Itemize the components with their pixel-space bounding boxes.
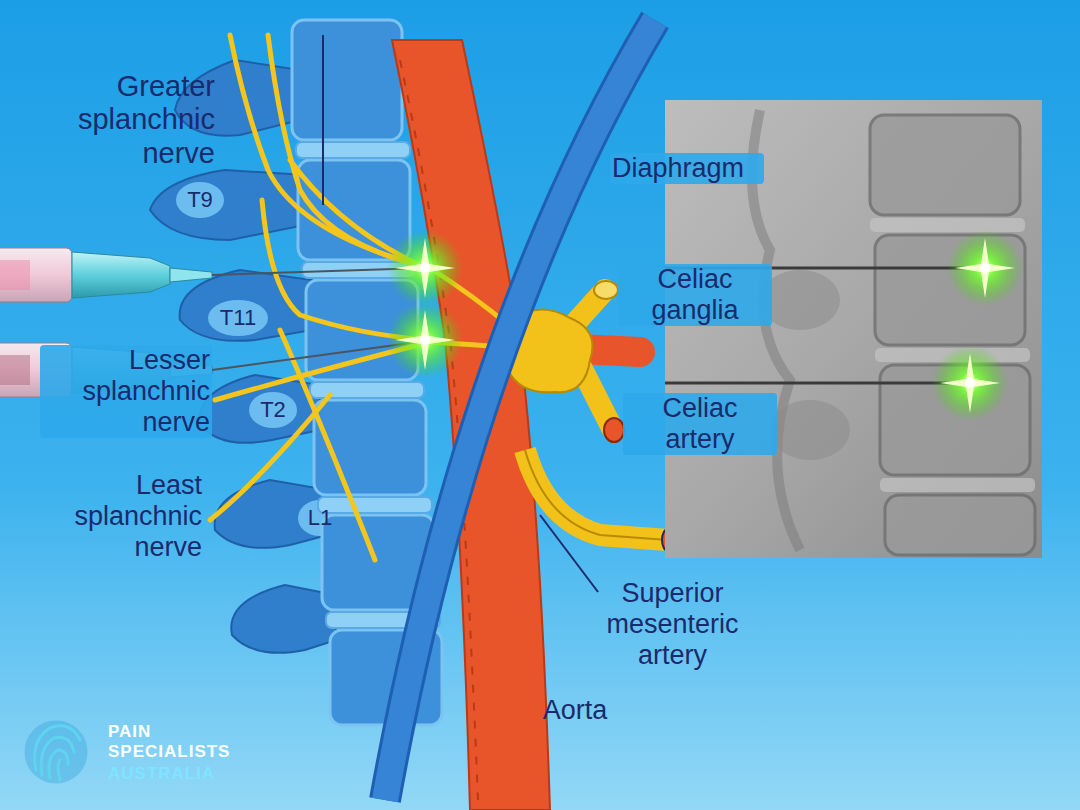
structure-label: Superior mesenteric artery xyxy=(580,578,765,671)
syringe xyxy=(170,268,212,282)
target-glow xyxy=(387,302,463,378)
syringe xyxy=(72,252,170,298)
nerve-label: Least splanchnic nerve xyxy=(30,470,202,563)
vertebral-processes xyxy=(231,585,336,653)
nerve-label: Greater splanchnic nerve xyxy=(20,70,215,170)
vertebra-label: L1 xyxy=(308,505,332,530)
vertebral-processes xyxy=(150,170,305,240)
vertebra-label: T9 xyxy=(187,187,213,212)
xray-image xyxy=(870,115,1035,555)
label-patches xyxy=(249,392,297,428)
splanchnic-nerves xyxy=(210,395,330,520)
structure-label: Aorta xyxy=(543,695,608,726)
diaphragm xyxy=(385,20,655,800)
sma-leader xyxy=(540,515,598,592)
splanchnic-nerves xyxy=(230,35,430,268)
vertebra-label: T11 xyxy=(220,305,256,330)
syringe xyxy=(0,248,425,302)
structure-label: Diaphragm xyxy=(610,153,764,184)
splanchnic-nerves xyxy=(268,35,430,268)
label-patches xyxy=(176,182,224,218)
diaphragm xyxy=(385,20,655,800)
intervertebral-discs xyxy=(318,497,432,513)
vertebra-label: T2 xyxy=(260,397,286,422)
structure-label: Celiac artery xyxy=(623,393,777,455)
logo-text: AUSTRALIA xyxy=(108,764,215,784)
splanchnic-nerves xyxy=(280,330,375,560)
xray-image xyxy=(870,115,1020,215)
xray-image xyxy=(665,382,970,385)
xray-image xyxy=(880,478,1035,492)
syringe xyxy=(0,260,30,290)
target-glow xyxy=(387,230,463,306)
syringe xyxy=(0,355,30,385)
leader-line xyxy=(322,35,324,205)
vertebral-bodies xyxy=(292,20,402,140)
xray-image xyxy=(770,400,850,460)
xray-image xyxy=(870,218,1035,492)
xray-image xyxy=(760,270,840,330)
target-glow xyxy=(932,345,1008,421)
vessel-end xyxy=(604,418,624,442)
vessel-end xyxy=(594,281,618,299)
label-patches xyxy=(208,300,268,336)
logo-text: PAIN SPECIALISTS xyxy=(108,722,258,761)
logo-mark xyxy=(26,722,86,782)
syringe xyxy=(0,248,72,302)
superior-mesenteric-artery xyxy=(525,450,668,540)
superior-mesenteric-artery xyxy=(525,450,668,540)
target-glow xyxy=(947,230,1023,306)
xray-image xyxy=(885,495,1035,555)
xray-image xyxy=(870,218,1025,232)
logo-mark xyxy=(26,722,86,782)
intervertebral-discs xyxy=(296,142,410,158)
logo-mark xyxy=(58,760,60,780)
structure-label: Celiac ganglia xyxy=(618,264,772,326)
nerve-label: Lesser splanchnic nerve xyxy=(40,345,212,438)
